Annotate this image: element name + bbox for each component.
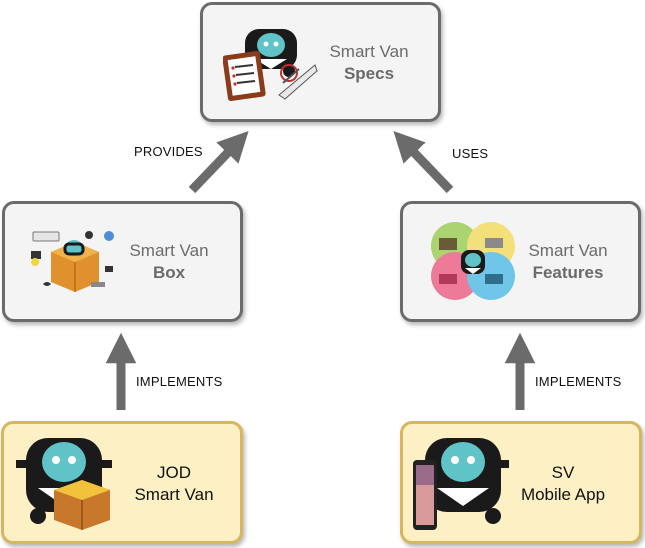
arrow-box-to-specs bbox=[188, 130, 249, 194]
node-label-jod: JOD Smart Van bbox=[114, 462, 234, 506]
van-clipboard-ruler-icon bbox=[223, 29, 318, 102]
node-title-specs-line1: Smart Van bbox=[329, 42, 409, 61]
node-smart-van-features: Smart Van Features bbox=[400, 201, 641, 322]
node-label-sv: SV Mobile App bbox=[503, 462, 623, 506]
node-label-specs: Smart Van Specs bbox=[313, 41, 425, 85]
arrow-features-to-specs bbox=[393, 130, 454, 194]
node-title-features-line2: Features bbox=[532, 263, 604, 282]
node-title-jod-line2: Smart Van bbox=[134, 485, 214, 504]
edge-label-implements-features: IMPLEMENTS bbox=[535, 374, 622, 389]
node-title-box-line2: Box bbox=[152, 263, 186, 282]
node-smart-van-specs: Smart Van Specs bbox=[200, 2, 441, 122]
node-title-box-line1: Smart Van bbox=[129, 241, 209, 260]
node-title-specs-line2: Specs bbox=[343, 64, 395, 83]
node-title-jod-line1: JOD bbox=[157, 463, 191, 482]
node-label-box: Smart Van Box bbox=[113, 240, 225, 284]
edge-label-provides: PROVIDES bbox=[134, 144, 203, 159]
edge-label-uses: USES bbox=[452, 146, 489, 161]
feature-circles-icon bbox=[431, 222, 515, 300]
edge-label-implements-box: IMPLEMENTS bbox=[136, 374, 223, 389]
node-title-sv-line2: Mobile App bbox=[520, 485, 606, 504]
node-smart-van-box: Smart Van Box bbox=[2, 201, 243, 322]
van-smartphone-icon bbox=[413, 438, 509, 530]
node-sv-mobile-app: SV Mobile App bbox=[400, 421, 642, 544]
node-label-features: Smart Van Features bbox=[511, 240, 625, 284]
node-title-sv-line1: SV bbox=[551, 463, 575, 482]
package-devices-icon bbox=[31, 231, 114, 292]
node-jod-smart-van: JOD Smart Van bbox=[1, 421, 243, 544]
node-title-features-line1: Smart Van bbox=[528, 241, 608, 260]
van-package-icon bbox=[16, 438, 112, 530]
